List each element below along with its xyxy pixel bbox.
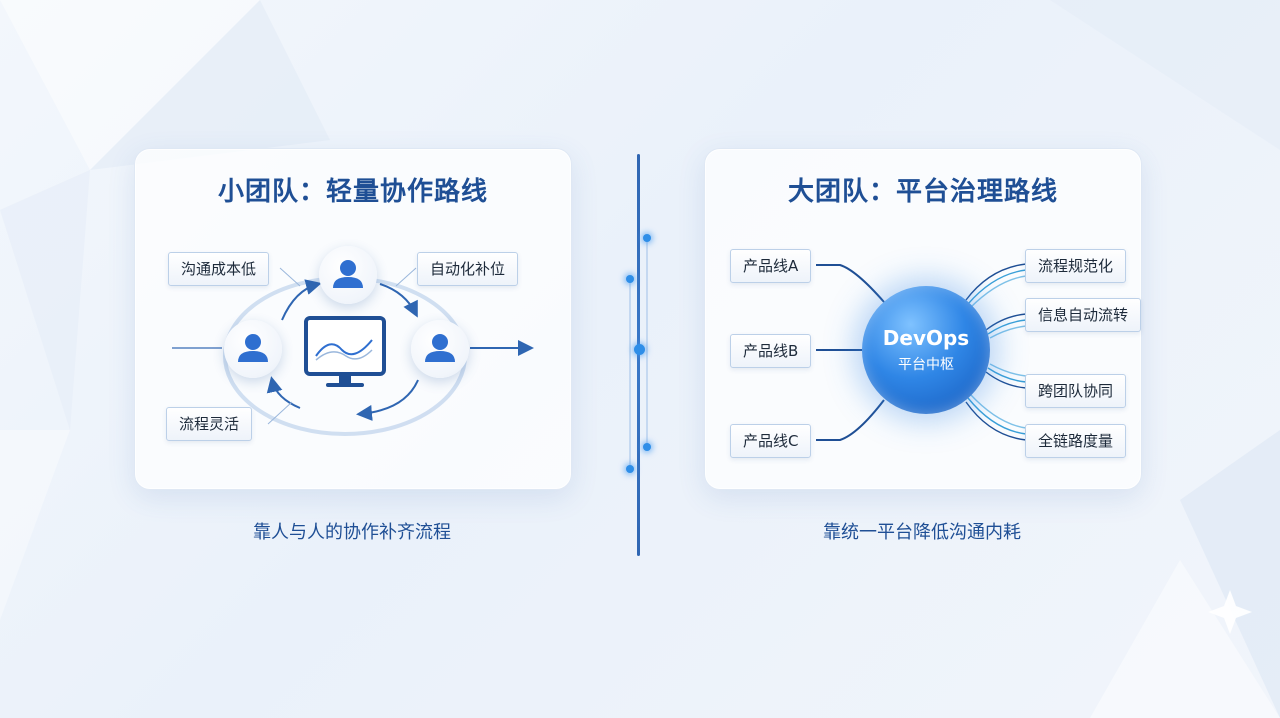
tag-process-standardization: 流程规范化 — [1025, 249, 1127, 283]
monitor-icon — [304, 316, 386, 387]
team-member-avatar-top — [319, 246, 377, 304]
devops-hub: DevOps 平台中枢 — [862, 286, 990, 414]
tag-low-communication-cost: 沟通成本低 — [168, 252, 270, 286]
tag-product-line-c: 产品线C — [730, 424, 812, 458]
tag-flexible-process: 流程灵活 — [166, 407, 253, 441]
tag-product-line-b: 产品线B — [730, 334, 812, 368]
glow-dot — [643, 234, 651, 242]
small-team-caption: 靠人与人的协作补齐流程 — [253, 522, 451, 543]
glow-dot — [626, 465, 634, 473]
tag-auto-info-flow: 信息自动流转 — [1025, 298, 1142, 332]
tag-full-chain-metrics: 全链路度量 — [1025, 424, 1127, 458]
hub-title: DevOps — [882, 326, 970, 350]
tag-cross-team-collab: 跨团队协同 — [1025, 374, 1127, 408]
center-divider — [637, 154, 640, 556]
person-icon — [238, 334, 268, 362]
glow-dot — [626, 275, 634, 283]
glow-dot — [634, 344, 645, 355]
person-icon — [333, 260, 363, 288]
large-team-caption: 靠统一平台降低沟通内耗 — [823, 522, 1021, 543]
large-team-title: 大团队：平台治理路线 — [787, 177, 1058, 207]
glow-dot — [643, 443, 651, 451]
person-icon — [425, 334, 455, 362]
tag-automation-fill: 自动化补位 — [417, 252, 519, 286]
tag-product-line-a: 产品线A — [730, 249, 812, 283]
hub-subtitle: 平台中枢 — [898, 357, 954, 373]
team-member-avatar-right — [411, 320, 469, 378]
small-team-title: 小团队：轻量协作路线 — [217, 177, 488, 207]
team-member-avatar-left — [224, 320, 282, 378]
